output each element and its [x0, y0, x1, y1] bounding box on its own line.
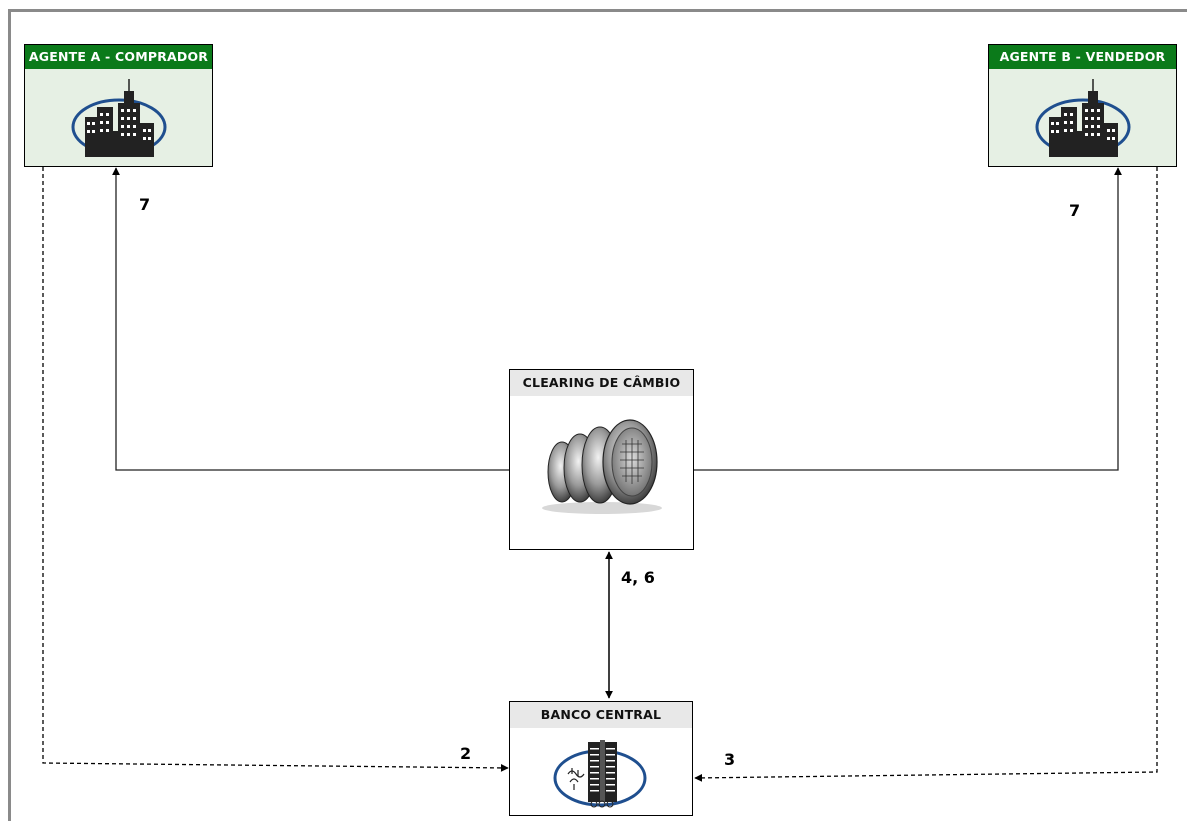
central-bank-title: BANCO CENTRAL	[510, 702, 692, 729]
edge-label-agent-b-to-bank: 3	[724, 750, 736, 769]
central-bank-building-icon	[510, 734, 692, 814]
central-bank-node: BANCO CENTRAL	[509, 701, 693, 816]
clearing-node: CLEARING DE CÂMBIO	[509, 369, 694, 550]
agent-a-title: AGENTE A - COMPRADOR	[25, 45, 212, 69]
city-buildings-icon	[25, 75, 212, 165]
clearing-title: CLEARING DE CÂMBIO	[510, 370, 693, 397]
agent-a-node: AGENTE A - COMPRADOR	[24, 44, 213, 167]
agent-b-node: AGENTE B - VENDEDOR	[988, 44, 1177, 167]
frame-left-border	[8, 9, 11, 821]
edge-agent-b-to-central-bank	[694, 167, 1158, 782]
edge-agent-a-to-central-bank	[42, 167, 509, 772]
edge-label-agent-a: 7	[139, 195, 151, 214]
edge-label-agent-b: 7	[1069, 201, 1081, 220]
edge-label-central-bank: 4, 6	[621, 568, 655, 587]
edge-clearing-to-agent-b	[693, 167, 1122, 471]
coins-icon	[510, 410, 693, 530]
frame-top-border	[8, 9, 1187, 12]
city-buildings-icon	[989, 75, 1176, 165]
edge-label-agent-a-to-bank: 2	[460, 744, 472, 763]
agent-b-title: AGENTE B - VENDEDOR	[989, 45, 1176, 69]
edge-clearing-to-agent-a	[112, 167, 510, 471]
